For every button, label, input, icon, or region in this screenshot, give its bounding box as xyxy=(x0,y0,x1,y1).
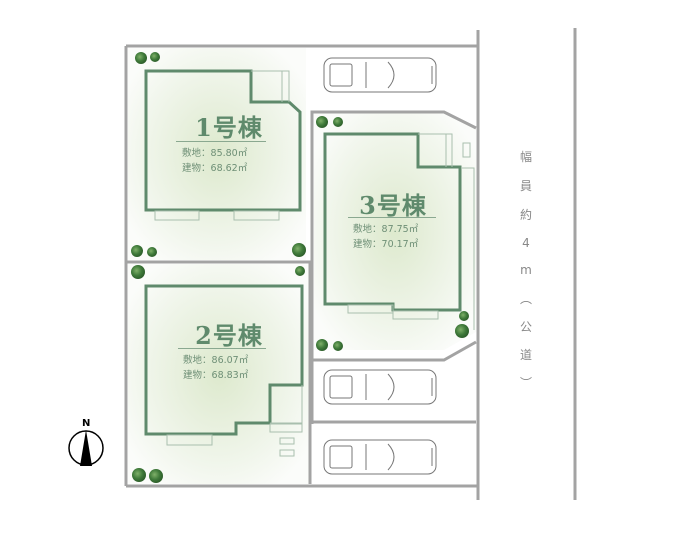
building-3 xyxy=(323,132,475,330)
car-1 xyxy=(323,57,437,93)
car-2 xyxy=(323,369,437,405)
lot-1-building-area: 建物：68.62㎡ xyxy=(182,163,248,174)
lot-2-title: 2号棟 xyxy=(195,321,263,350)
lot-3-land xyxy=(314,112,476,350)
lot-3-title: 3号棟 xyxy=(359,191,427,220)
lot-1-title: 1号棟 xyxy=(195,113,263,142)
lot-2-building-area: 建物：68.83㎡ xyxy=(183,370,249,381)
lot-1-land xyxy=(128,48,306,260)
lot-1-land-area: 敷地：85.80㎡ xyxy=(182,148,248,159)
north-compass-icon xyxy=(68,430,104,466)
lot-3-land-area: 敷地：87.75㎡ xyxy=(353,224,419,235)
car-3 xyxy=(323,439,437,475)
lot-3-building-area: 建物：70.17㎡ xyxy=(353,239,419,250)
lot-2-land xyxy=(128,264,310,484)
building-1 xyxy=(144,69,302,221)
building-2 xyxy=(144,284,304,457)
lot-3-divider xyxy=(348,217,436,218)
north-label: N xyxy=(82,418,91,429)
lot-2-divider xyxy=(178,348,266,349)
lot-lines xyxy=(126,110,477,484)
lot-2-land-area: 敷地：86.07㎡ xyxy=(183,355,249,366)
trees xyxy=(131,52,469,483)
lot-1-divider xyxy=(176,141,266,142)
site-boundary xyxy=(124,30,480,500)
